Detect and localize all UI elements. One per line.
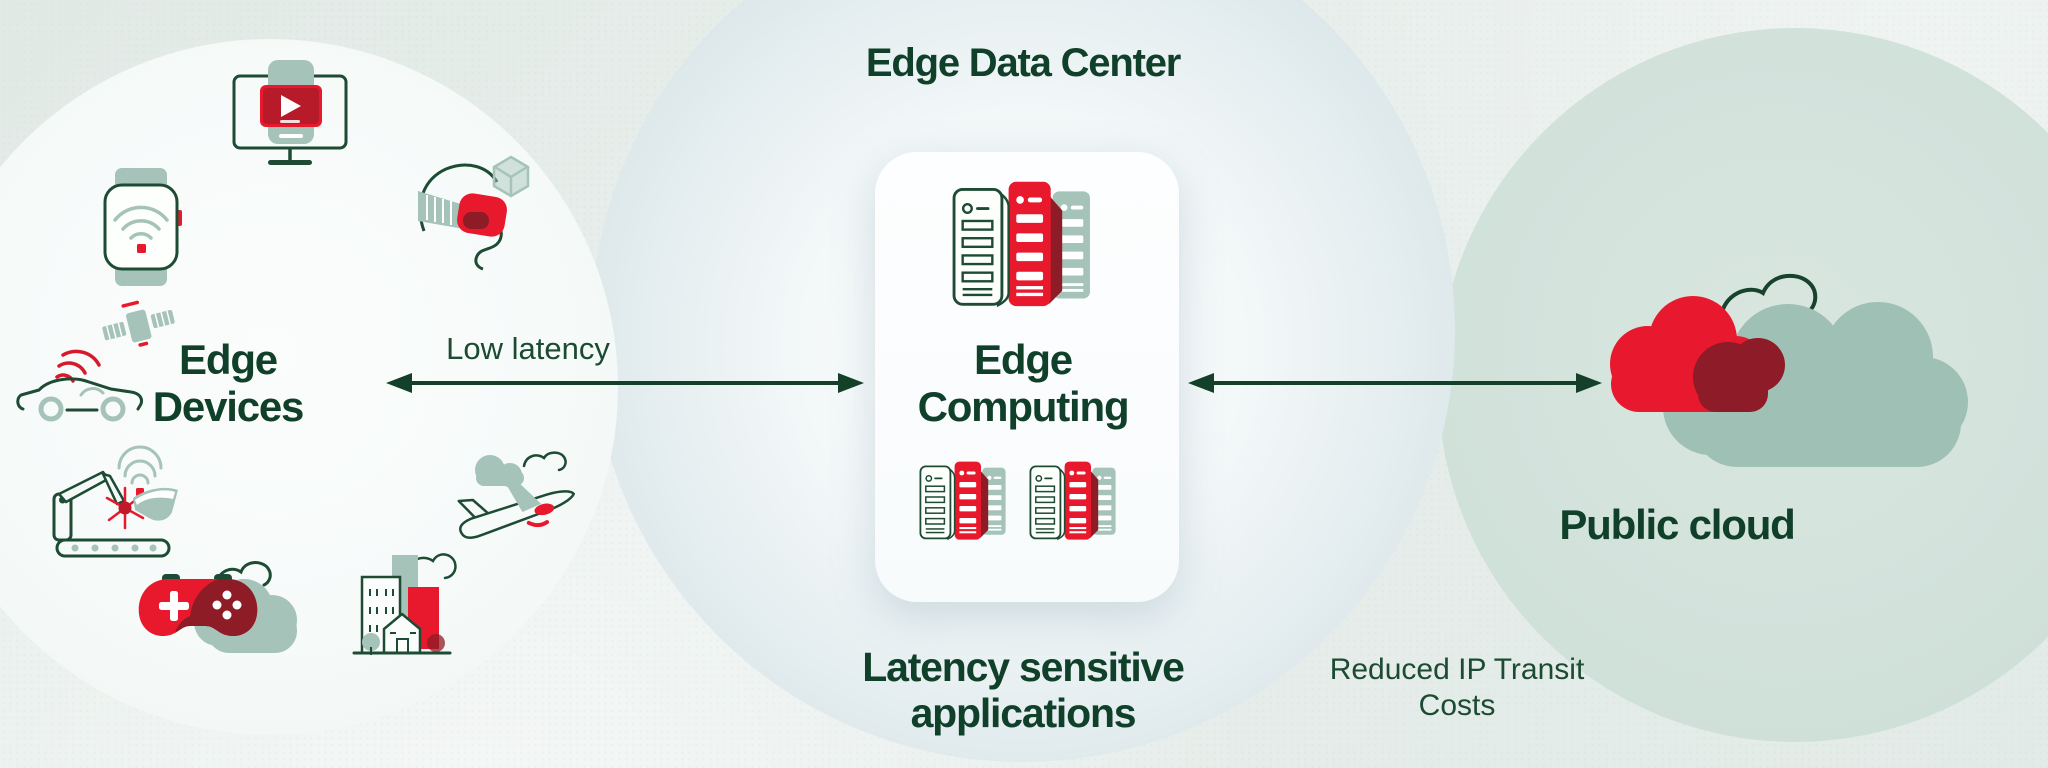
vr-headset-icon <box>418 155 530 271</box>
cloud-gaming-icon <box>138 561 297 653</box>
robotic-arm-icon <box>52 445 178 558</box>
smartwatch-icon <box>103 168 182 286</box>
server-rack-group-icon <box>952 180 1092 308</box>
latency-sensitive-caption: Latency sensitive applications <box>862 644 1185 736</box>
connected-car-icon <box>16 300 175 422</box>
edge-data-center-heading: Edge Data Center <box>865 41 1181 85</box>
transit-cost-arrow <box>1188 373 1602 393</box>
edge-devices-title: Edge Devices <box>152 336 305 430</box>
airplane-icon <box>457 451 576 539</box>
public-cloud-title: Public cloud <box>1559 501 1795 548</box>
server-rack-group-icon <box>1029 460 1117 541</box>
smart-city-icon <box>352 553 457 655</box>
low-latency-arrow <box>386 373 864 393</box>
low-latency-label: Low latency <box>446 331 610 366</box>
edge-computing-label: Edge Computing <box>917 336 1130 430</box>
video-streaming-monitor-icon <box>232 60 348 165</box>
reduced-ip-transit-label: Reduced IP Transit Costs <box>1329 653 1585 722</box>
server-rack-group-icon <box>919 460 1007 541</box>
public-cloud-icon <box>1610 273 1968 467</box>
